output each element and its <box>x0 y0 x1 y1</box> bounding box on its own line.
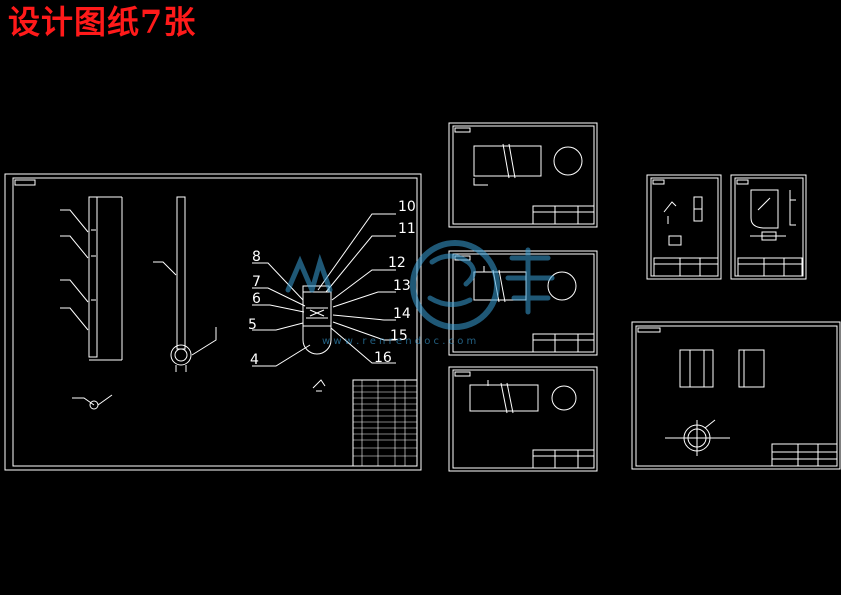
part-label-13: 13 <box>393 278 411 294</box>
part-label-4: 4 <box>250 352 259 368</box>
part-labels: 10 11 12 13 14 15 16 8 7 6 5 4 <box>248 199 416 368</box>
watermark-logo <box>285 240 555 330</box>
part-label-16: 16 <box>374 350 392 366</box>
part-label-10: 10 <box>398 199 416 215</box>
part-label-6: 6 <box>252 291 261 307</box>
watermark-url: w w w . r e n r e n d o c . c o m <box>322 336 476 347</box>
part-label-14: 14 <box>393 306 411 322</box>
assembly-sheet <box>4 173 422 471</box>
part-label-15: 15 <box>390 328 408 344</box>
part-sheet-6 <box>631 321 841 470</box>
part-sheet-4 <box>646 174 722 280</box>
part-label-8: 8 <box>252 249 261 265</box>
part-label-5: 5 <box>248 317 257 333</box>
part-label-7: 7 <box>252 274 261 290</box>
part-sheet-3 <box>448 366 598 472</box>
part-sheet-5 <box>730 174 807 280</box>
page-title: 设计图纸7张 <box>8 3 197 41</box>
part-sheet-1 <box>448 122 598 228</box>
part-label-11: 11 <box>398 221 416 237</box>
part-label-12: 12 <box>388 255 406 271</box>
